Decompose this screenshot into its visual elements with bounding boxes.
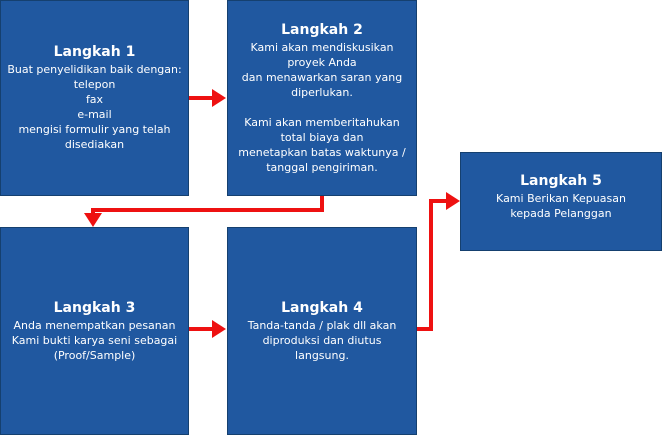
step-3-line: (Proof/Sample)	[53, 348, 136, 362]
step-4-line: diproduksi dan diutus	[262, 333, 382, 347]
step-1-title: Langkah 1	[53, 44, 136, 60]
step-5-title: Langkah 5	[520, 172, 602, 189]
step-2-line: dan menawarkan saran yang	[241, 70, 403, 84]
step-2-line: Kami akan mendiskusikan	[250, 40, 394, 54]
step-4-line: Tanda-tanda / plak dll akan	[247, 318, 397, 332]
arrow-2-to-3-head	[84, 213, 102, 227]
step-2-line: diperlukan.	[291, 85, 353, 99]
step-4-title: Langkah 4	[281, 299, 363, 316]
step-5-line: Kami Berikan Kepuasan	[496, 191, 626, 205]
step-1-content: Langkah 1 Buat penyelidikan baik dengan:…	[7, 44, 181, 152]
step-4-content: Langkah 4 Tanda-tanda / plak dll akan di…	[248, 300, 397, 363]
step-2-box: Langkah 2 Kami akan mendiskusikan proyek…	[227, 0, 417, 196]
step-1-line: mengisi formulir yang telah	[18, 123, 171, 136]
step-2-content: Langkah 2 Kami akan mendiskusikan proyek…	[238, 22, 405, 175]
step-1-line: Buat penyelidikan baik dengan:	[7, 63, 182, 76]
step-1-box: Langkah 1 Buat penyelidikan baik dengan:…	[0, 0, 189, 196]
step-3-box: Langkah 3 Anda menempatkan pesanan Kami …	[0, 227, 189, 435]
arrow-4-to-5-shaft	[417, 199, 448, 331]
arrow-3-to-4-head	[212, 320, 226, 338]
step-2-line: proyek Anda	[287, 55, 357, 69]
step-1-line: fax	[85, 93, 104, 106]
step-3-line: Kami bukti karya seni sebagai	[11, 333, 178, 347]
step-5-content: Langkah 5 Kami Berikan Kepuasan kepada P…	[496, 173, 626, 221]
step-3-title: Langkah 3	[53, 299, 136, 316]
step-5-line: kepada Pelanggan	[510, 206, 612, 220]
step-3-content: Langkah 3 Anda menempatkan pesanan Kami …	[12, 300, 177, 363]
step-2-title: Langkah 2	[281, 21, 363, 38]
step-2-line: total biaya dan	[280, 130, 364, 144]
step-3-line: Anda menempatkan pesanan	[13, 318, 176, 332]
step-1-line: e-mail	[77, 108, 112, 121]
step-4-line: langsung.	[295, 348, 349, 362]
arrow-1-to-2-head	[212, 89, 226, 107]
step-1-line: disediakan	[64, 138, 125, 151]
arrow-4-to-5-head	[446, 192, 460, 210]
step-2-line: menetapkan batas waktunya /	[238, 145, 406, 159]
step-1-line: telepon	[73, 78, 116, 91]
step-2-line: Kami akan memberitahukan	[244, 115, 400, 129]
step-5-box: Langkah 5 Kami Berikan Kepuasan kepada P…	[460, 152, 662, 251]
arrow-2-to-3-shaft	[91, 196, 324, 216]
step-4-box: Langkah 4 Tanda-tanda / plak dll akan di…	[227, 227, 417, 435]
step-2-line: tanggal pengiriman.	[266, 160, 378, 174]
